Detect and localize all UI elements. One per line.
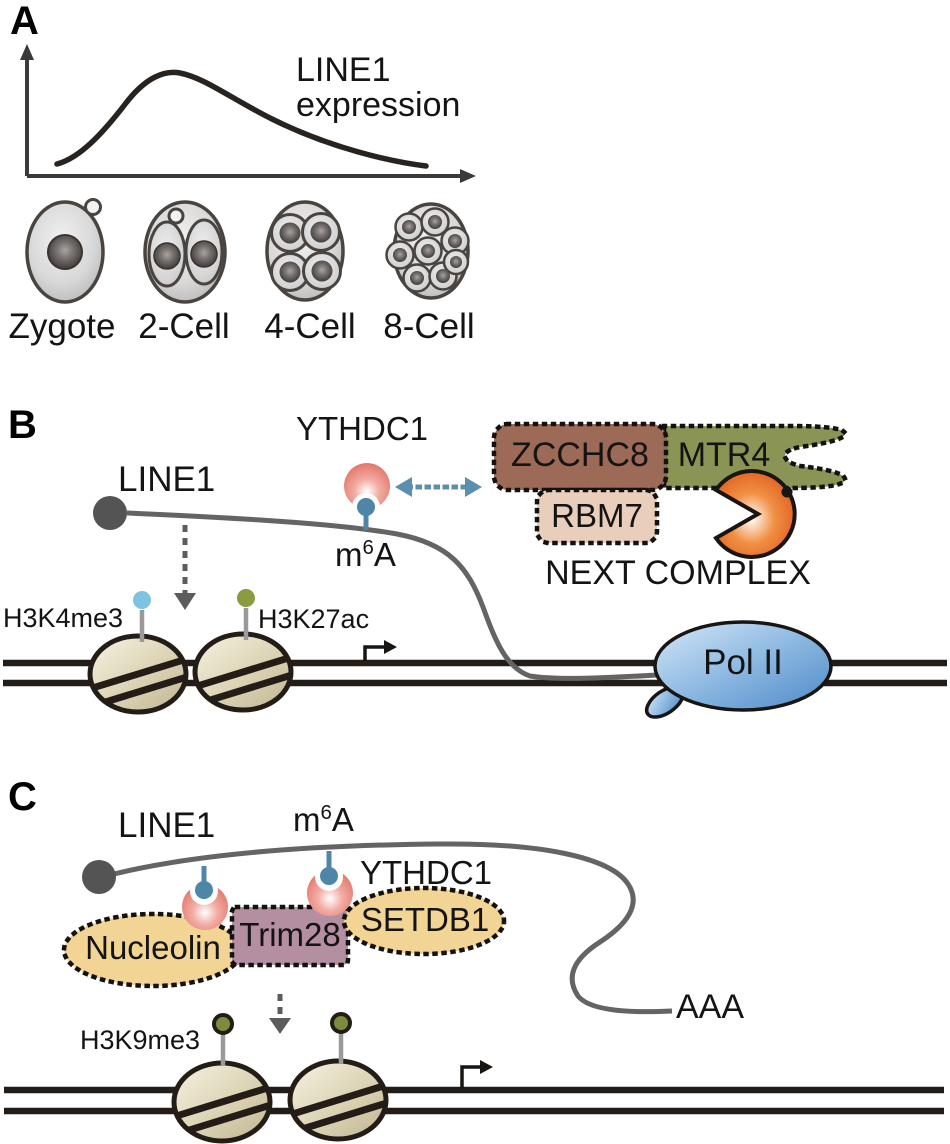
m6a-label-b: m6A [335,536,396,573]
y-axis-arrowhead-icon [20,44,34,60]
m6a-mark-icon [320,867,338,885]
next-complex-label: NEXT COMPLEX [545,554,811,592]
two-cell-icon [143,200,227,304]
nucleolin-label: Nucleolin [85,929,221,966]
nucleosome-icon [87,633,189,715]
interaction-arrow-icon [395,477,482,497]
ythdc1-label-b: YTHDC1 [296,410,429,447]
m6a-tail: A [331,801,354,838]
next-complex [491,421,848,559]
h3k9me3-mark-icon [330,1012,352,1064]
h3k4me3-mark-icon [133,591,151,642]
nucleosome-icon [192,631,294,713]
trim28-label: Trim28 [239,916,341,953]
m6a-base: m [293,801,321,838]
x-axis-arrowhead-icon [460,169,476,183]
stage-label-2cell: 2-Cell [138,307,230,346]
panel-c-label: C [8,775,37,819]
line1-rna-c [113,841,673,1015]
pol-ii-label: Pol II [703,643,783,682]
h3k27ac-label: H3K27ac [258,604,370,634]
m6a-mark-icon [357,498,375,516]
rna-cap-icon [82,860,116,894]
trim28-shape [229,904,351,968]
line1-label-b: LINE1 [118,460,216,499]
eight-cell-icon [385,202,470,300]
line1-label-c: LINE1 [118,806,216,845]
stage-label-8cell: 8-Cell [383,307,475,346]
m6a-tail: A [373,536,396,573]
m6a-label-c: m6A [293,801,354,838]
zygote-icon [25,198,105,304]
polar-body-icon [84,198,102,216]
panel-a-plot [20,44,476,183]
expression-label-line1: LINE1 [296,51,391,89]
polya-label: AAA [676,988,745,1026]
stage-label-zygote: Zygote [8,307,116,346]
four-cell-icon [265,200,345,302]
h3k9me3-label: H3K9me3 [80,1025,201,1055]
setdb1-label: SETDB1 [360,901,490,938]
m6a-sup: 6 [362,536,374,559]
h3k4me3-label: H3K4me3 [3,603,124,633]
h3k27ac-mark-icon [237,589,255,640]
tss-arrow-icon [363,640,397,661]
rbm7-shape [534,487,660,546]
panel-b-label: B [8,403,37,447]
pol-ii-icon [644,620,833,719]
exosome-pacman-icon [713,469,797,559]
mtr4-label: MTR4 [677,436,771,474]
line1-rna-b [126,510,659,681]
m6a-base: m [335,536,363,573]
rna-cap-icon [93,496,127,530]
m6a-sup: 6 [320,801,332,824]
setdb1-shape [341,885,507,957]
expression-label-line2: expression [296,86,461,124]
h3k9me3-mark-icon [212,1013,234,1066]
dashed-down-arrow-icon [174,525,196,610]
mtr4-shape [661,423,848,491]
zcchc8-label: ZCCHC8 [511,436,649,474]
nucleosome-icon [287,1058,389,1142]
ythdc1-label-c: YTHDC1 [360,854,493,891]
stage-label-4cell: 4-Cell [264,307,356,346]
expression-curve [54,69,429,169]
nucleosome-icon [171,1060,273,1144]
ythdc1-reader-icon [307,851,353,916]
ythdc1-reader-icon [344,463,390,530]
ythdc1-reader-icon [182,866,228,930]
dashed-down-arrow-icon [269,994,291,1034]
tss-arrow-icon [460,1060,493,1088]
panel-a-label: A [10,0,39,43]
polar-body-icon [167,207,185,225]
rbm7-label: RBM7 [551,497,643,534]
m6a-mark-icon [195,881,213,899]
